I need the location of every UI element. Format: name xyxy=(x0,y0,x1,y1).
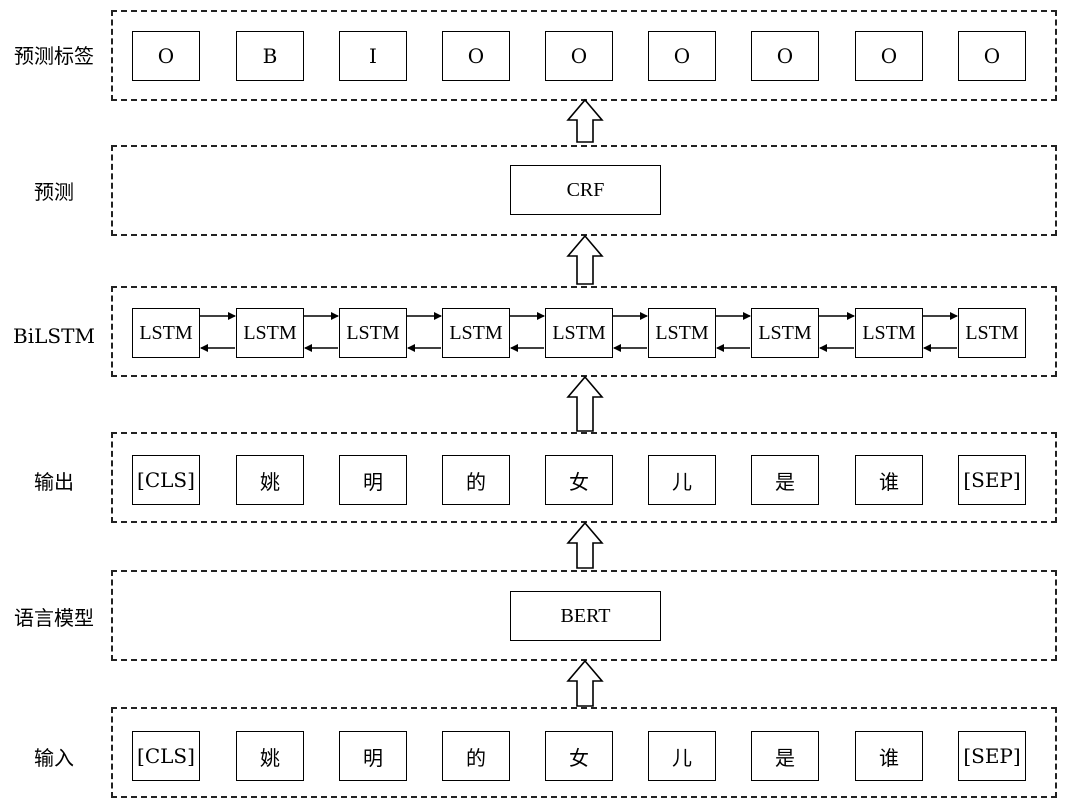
output-token-cell: 女 xyxy=(545,455,613,505)
lstm-cell: LSTM xyxy=(958,308,1026,358)
label-prediction: 预测 xyxy=(34,180,74,204)
label-bilstm: BiLSTM xyxy=(13,324,95,348)
up-arrow-icon xyxy=(566,234,604,285)
tag-cell: O xyxy=(442,31,510,81)
label-language-model: 语言模型 xyxy=(14,606,94,630)
input-token-cell: 姚 xyxy=(236,731,304,781)
input-token-cell: 的 xyxy=(442,731,510,781)
tag-cell: O xyxy=(958,31,1026,81)
lstm-cell: LSTM xyxy=(545,308,613,358)
lstm-cell: LSTM xyxy=(648,308,716,358)
input-token-cell: [SEP] xyxy=(958,731,1026,781)
up-arrow-icon xyxy=(566,375,604,432)
tag-cell: B xyxy=(236,31,304,81)
lstm-cell: LSTM xyxy=(339,308,407,358)
lstm-cell: LSTM xyxy=(236,308,304,358)
lstm-cell: LSTM xyxy=(751,308,819,358)
tag-cell: O xyxy=(855,31,923,81)
input-token-cell: 女 xyxy=(545,731,613,781)
input-token-cell: 是 xyxy=(751,731,819,781)
output-token-cell: [CLS] xyxy=(132,455,200,505)
output-token-cell: 的 xyxy=(442,455,510,505)
output-token-cell: [SEP] xyxy=(958,455,1026,505)
up-arrow-icon xyxy=(566,98,604,143)
lstm-cell: LSTM xyxy=(855,308,923,358)
layer-input xyxy=(111,707,1057,798)
up-arrow-icon xyxy=(566,521,604,569)
label-predicted-tags: 预测标签 xyxy=(14,44,94,68)
input-token-cell: 谁 xyxy=(855,731,923,781)
output-token-cell: 明 xyxy=(339,455,407,505)
bert-box: BERT xyxy=(510,591,661,641)
tag-cell: I xyxy=(339,31,407,81)
tag-cell: O xyxy=(648,31,716,81)
tag-cell: O xyxy=(751,31,819,81)
output-token-cell: 姚 xyxy=(236,455,304,505)
input-token-cell: [CLS] xyxy=(132,731,200,781)
layer-language-model xyxy=(111,570,1057,661)
lstm-cell: LSTM xyxy=(442,308,510,358)
input-token-cell: 明 xyxy=(339,731,407,781)
tag-cell: O xyxy=(545,31,613,81)
crf-box: CRF xyxy=(510,165,661,215)
layer-output xyxy=(111,432,1057,523)
label-output: 输出 xyxy=(34,470,74,494)
output-token-cell: 谁 xyxy=(855,455,923,505)
lstm-cell: LSTM xyxy=(132,308,200,358)
layer-bilstm xyxy=(111,286,1057,377)
tag-cell: O xyxy=(132,31,200,81)
up-arrow-icon xyxy=(566,659,604,707)
label-input: 输入 xyxy=(34,746,74,770)
output-token-cell: 儿 xyxy=(648,455,716,505)
input-token-cell: 儿 xyxy=(648,731,716,781)
output-token-cell: 是 xyxy=(751,455,819,505)
layer-prediction xyxy=(111,145,1057,236)
lstm-connections xyxy=(200,312,958,352)
